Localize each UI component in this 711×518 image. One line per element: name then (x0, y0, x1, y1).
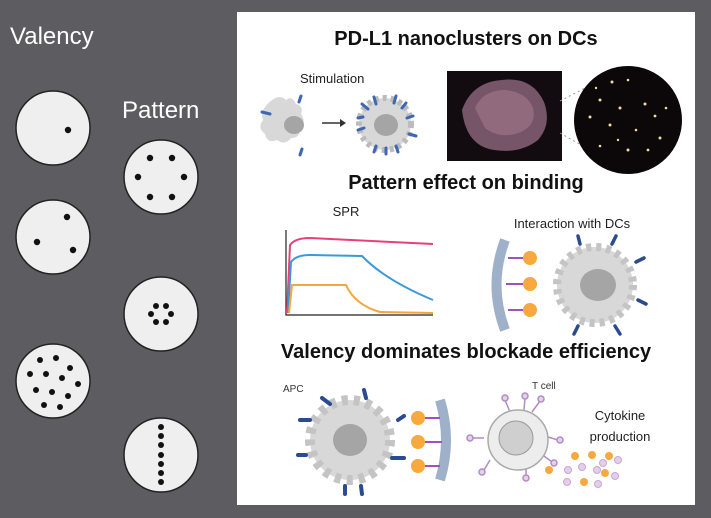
dc-cell-resting (260, 94, 304, 157)
valency-circle-1 (15, 90, 91, 166)
apc-cell (296, 388, 406, 496)
interaction-label: Interaction with DCs (514, 216, 631, 231)
pattern-label: Pattern (122, 97, 199, 124)
cytokine-label-line1: Cytokine (595, 408, 646, 423)
valency-circle-many (15, 343, 91, 419)
zoomed-nanocluster-image (574, 66, 682, 174)
valency-circle-3 (15, 199, 91, 275)
spr-curve-pink (286, 236, 434, 314)
section2-title: Pattern effect on binding (348, 172, 584, 194)
valency-label: Valency (10, 23, 94, 50)
cytokine-label-line2: production (590, 429, 651, 444)
spr-curve-blue (287, 253, 434, 314)
microscopy-image (447, 71, 562, 161)
tcell-label: T cell (532, 381, 556, 392)
arrow-icon (322, 119, 346, 127)
cytokines (545, 451, 622, 488)
nanostructure-blocker (411, 398, 451, 482)
pattern-circle-line (123, 417, 199, 493)
section1-title: PD-L1 nanoclusters on DCs (334, 28, 597, 50)
spr-curve-orange (288, 284, 434, 314)
dc-cell-stimulated (356, 94, 418, 156)
spr-label: SPR (333, 204, 360, 219)
nanostructure-dc-interaction (491, 234, 648, 336)
spr-sensorgram (285, 230, 434, 316)
pattern-circle-ring (123, 139, 199, 215)
t-cell (466, 392, 564, 482)
pattern-circle-cluster (123, 276, 199, 352)
stimulation-label: Stimulation (300, 71, 364, 86)
apc-label: APC (283, 384, 304, 395)
zoom-lines (559, 87, 591, 151)
section3-title: Valency dominates blockade efficiency (281, 341, 652, 363)
